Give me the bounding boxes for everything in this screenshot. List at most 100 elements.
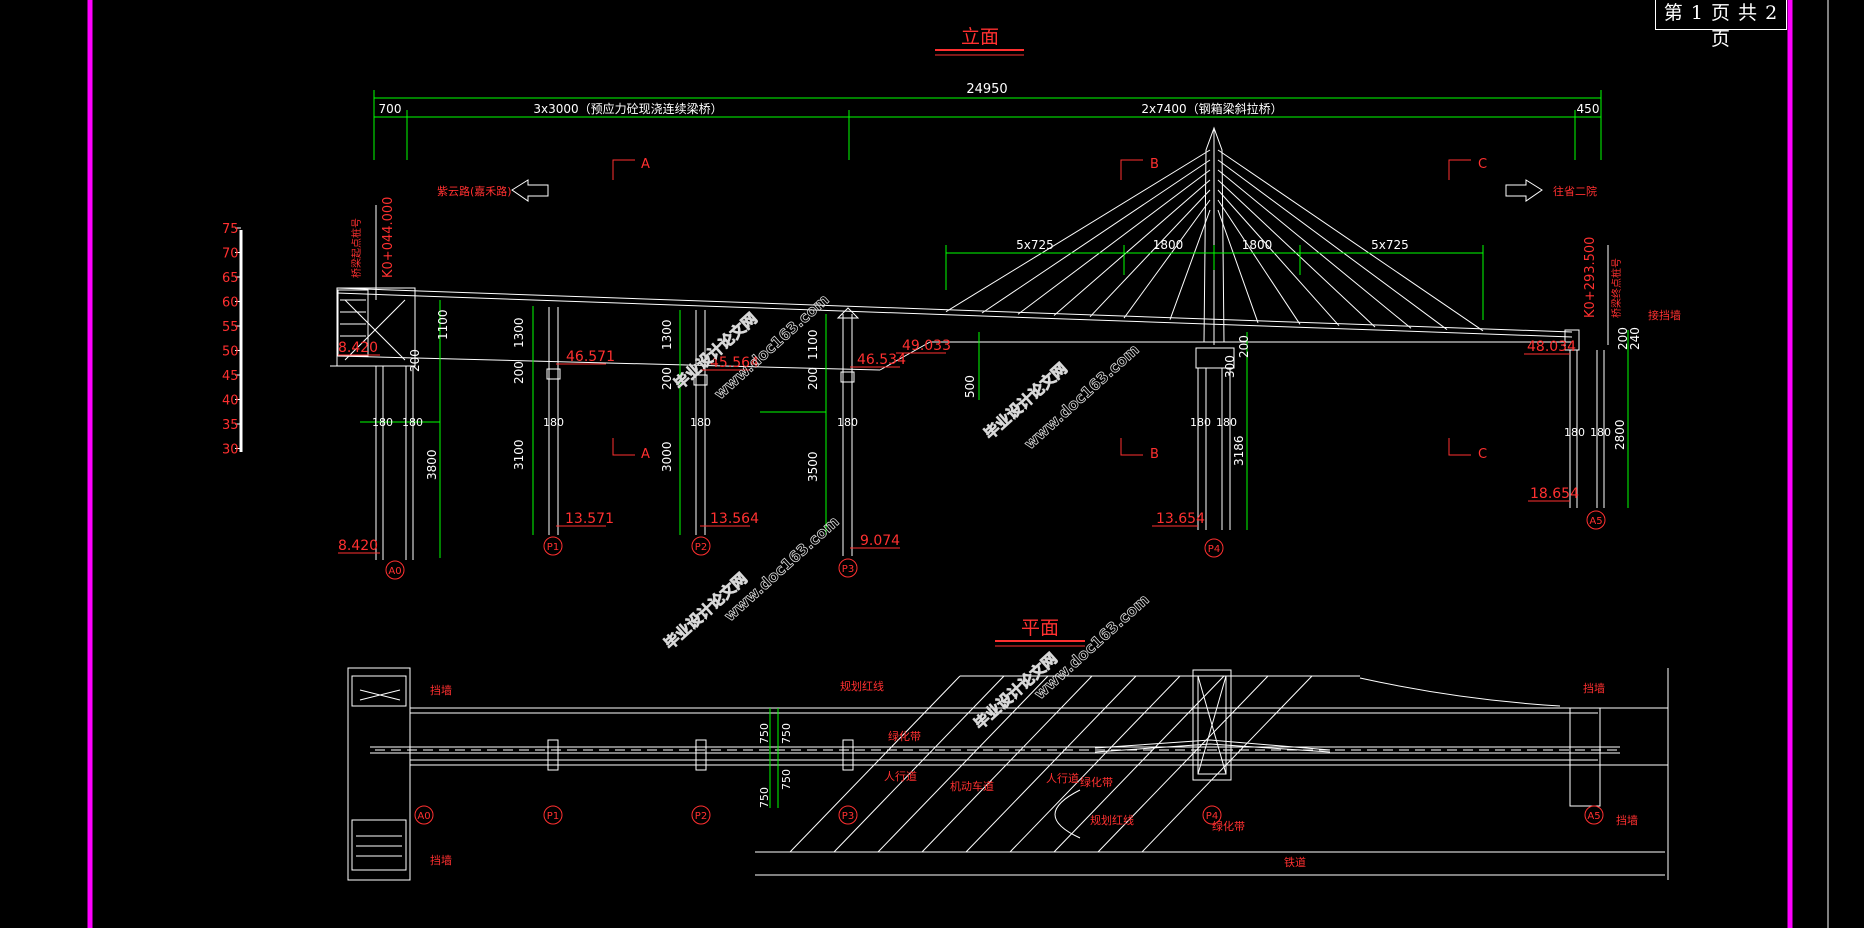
dim-p2-h2: 200 xyxy=(660,367,674,390)
pier-dimensions xyxy=(360,300,1629,558)
scale-tick-label: 60 xyxy=(222,296,239,311)
stay-cable-left xyxy=(981,159,1211,314)
cable-dimensions xyxy=(945,245,1484,320)
dim-total-span: 24950 xyxy=(966,82,1007,97)
plan-label-motor: 机动车道 xyxy=(950,779,994,793)
dim-p1-pile: 3100 xyxy=(512,439,526,470)
dim-col-a0-1: 180 xyxy=(372,416,393,429)
dim-col-a5-2: 180 xyxy=(1590,426,1611,439)
plan-deck xyxy=(370,668,1669,880)
stay-cable-right xyxy=(1217,209,1259,323)
sheet-prefix: 第 xyxy=(1663,2,1684,24)
section-mark-a-bottom: A xyxy=(641,447,650,462)
stay-cable-right xyxy=(1217,189,1340,327)
pier-marker-circle xyxy=(543,805,563,825)
dim-left-end: 700 xyxy=(379,102,402,116)
elev-a5-bottom: 18.654 xyxy=(1530,486,1579,502)
dim-p3-h1: 1100 xyxy=(806,329,820,360)
elev-p3-deck: 46.534 xyxy=(857,352,906,368)
dim-a0-pile: 3800 xyxy=(425,449,439,480)
stay-cable-left xyxy=(1017,169,1211,315)
road-hatch-line xyxy=(965,675,1137,853)
scale-tick-label: 55 xyxy=(222,320,239,335)
section-mark-a-top: A xyxy=(641,157,650,172)
plan-dim-4: 750 xyxy=(780,769,793,790)
dim-col-p2: 180 xyxy=(690,416,711,429)
sheet-mid: 页 共 xyxy=(1711,2,1759,24)
section-mark-b-bottom: B xyxy=(1150,447,1159,462)
plan-label-wall-tr: 挡墙 xyxy=(1583,681,1605,695)
cable-dim-left: 5x725 xyxy=(1016,238,1054,252)
cable-dim-mid-left: 1800 xyxy=(1153,238,1184,252)
dim-p3-h2: 200 xyxy=(806,367,820,390)
stay-cable-right xyxy=(1217,149,1484,332)
scale-tick-label: 70 xyxy=(222,247,239,262)
pier-marker-circle xyxy=(838,805,858,825)
pier-marker-circle xyxy=(414,805,434,825)
plan-dim-3: 750 xyxy=(758,787,771,808)
dim-col-p4-2: 180 xyxy=(1216,416,1237,429)
dim-p2-h1: 1300 xyxy=(660,319,674,350)
plan-label-track: 铁道 xyxy=(1284,855,1306,869)
top-dimensions xyxy=(373,90,1602,160)
pier-marker-circle xyxy=(1202,805,1222,825)
station-right-note: 桥梁终点桩号 xyxy=(1610,258,1623,318)
scale-tick-label: 40 xyxy=(222,394,239,409)
stay-cable-left xyxy=(1123,199,1211,319)
pier-marker-circle xyxy=(543,536,563,556)
dim-right-end: 450 xyxy=(1577,102,1600,116)
station-right: K0+293.500 xyxy=(1583,237,1598,318)
plan-view: 平面 xyxy=(347,617,1669,881)
plan-abutment-a0 xyxy=(347,667,411,881)
dim-p4-girder: 500 xyxy=(963,375,977,398)
dim-a5-h2: 240 xyxy=(1628,327,1642,350)
piers-and-piles xyxy=(375,307,1605,560)
section-mark-c-bottom: C xyxy=(1478,447,1487,462)
road-hatch-line xyxy=(1097,675,1269,853)
watermark-6: www.doc163.com xyxy=(721,513,843,625)
dim-p1-h1: 1300 xyxy=(512,317,526,348)
dim-col-a0-2: 180 xyxy=(402,416,423,429)
stay-cable-right xyxy=(1217,169,1412,329)
road-hatch-line xyxy=(1053,675,1225,853)
pier-marker-circle xyxy=(1204,538,1224,558)
dim-a0-h2: 200 xyxy=(408,349,422,372)
elevation-title: 立面 xyxy=(961,26,999,48)
elev-p2-bottom: 13.564 xyxy=(710,511,759,527)
stay-cable-right xyxy=(1217,199,1301,325)
dim-col-p4-1: 180 xyxy=(1190,416,1211,429)
plan-label-wall-bl: 挡墙 xyxy=(430,853,452,867)
elev-p4-bottom: 13.654 xyxy=(1156,511,1205,527)
dim-p4-pile: 3186 xyxy=(1232,435,1246,466)
watermark-8: www.doc163.com xyxy=(1031,591,1153,703)
direction-arrow-right-icon xyxy=(1505,179,1543,202)
elev-p3-bottom: 9.074 xyxy=(860,533,900,549)
scale-tick-label: 35 xyxy=(222,418,239,433)
section-mark-b-top: B xyxy=(1150,157,1159,172)
pier-label-a0: A0 xyxy=(417,811,430,822)
pier-label-p4: P4 xyxy=(1208,544,1220,555)
road-hatch-line xyxy=(921,675,1093,853)
plan-label-green-bottom: 绿化带 xyxy=(1212,819,1245,833)
scale-tick-label: 45 xyxy=(222,369,239,384)
plan-title: 平面 xyxy=(1021,617,1059,639)
road-hatching xyxy=(789,675,1360,853)
deck-girder xyxy=(330,287,1580,371)
elev-p4-deck: 49.033 xyxy=(902,338,951,354)
stay-cable-right xyxy=(1217,159,1448,330)
plan-label-green-top: 绿化带 xyxy=(888,729,921,743)
plan-label-green-mid: 绿化带 xyxy=(1080,775,1113,789)
pier-label-p2: P2 xyxy=(695,811,707,822)
road-hatch-line xyxy=(833,675,1005,853)
elev-a5-deck: 48.034 xyxy=(1527,339,1576,355)
dim-col-p1: 180 xyxy=(543,416,564,429)
road-hatch-line xyxy=(877,675,1049,853)
elev-p2-deck: 45.564 xyxy=(710,355,759,371)
pier-label-p3: P3 xyxy=(842,564,854,575)
plan-dim-1: 750 xyxy=(758,723,771,744)
elev-a0-top: 8.420 xyxy=(338,340,378,356)
station-left-note: 桥梁起点桩号 xyxy=(350,218,363,278)
pier-label-p2: P2 xyxy=(695,542,707,553)
pier-marker-circle xyxy=(691,805,711,825)
